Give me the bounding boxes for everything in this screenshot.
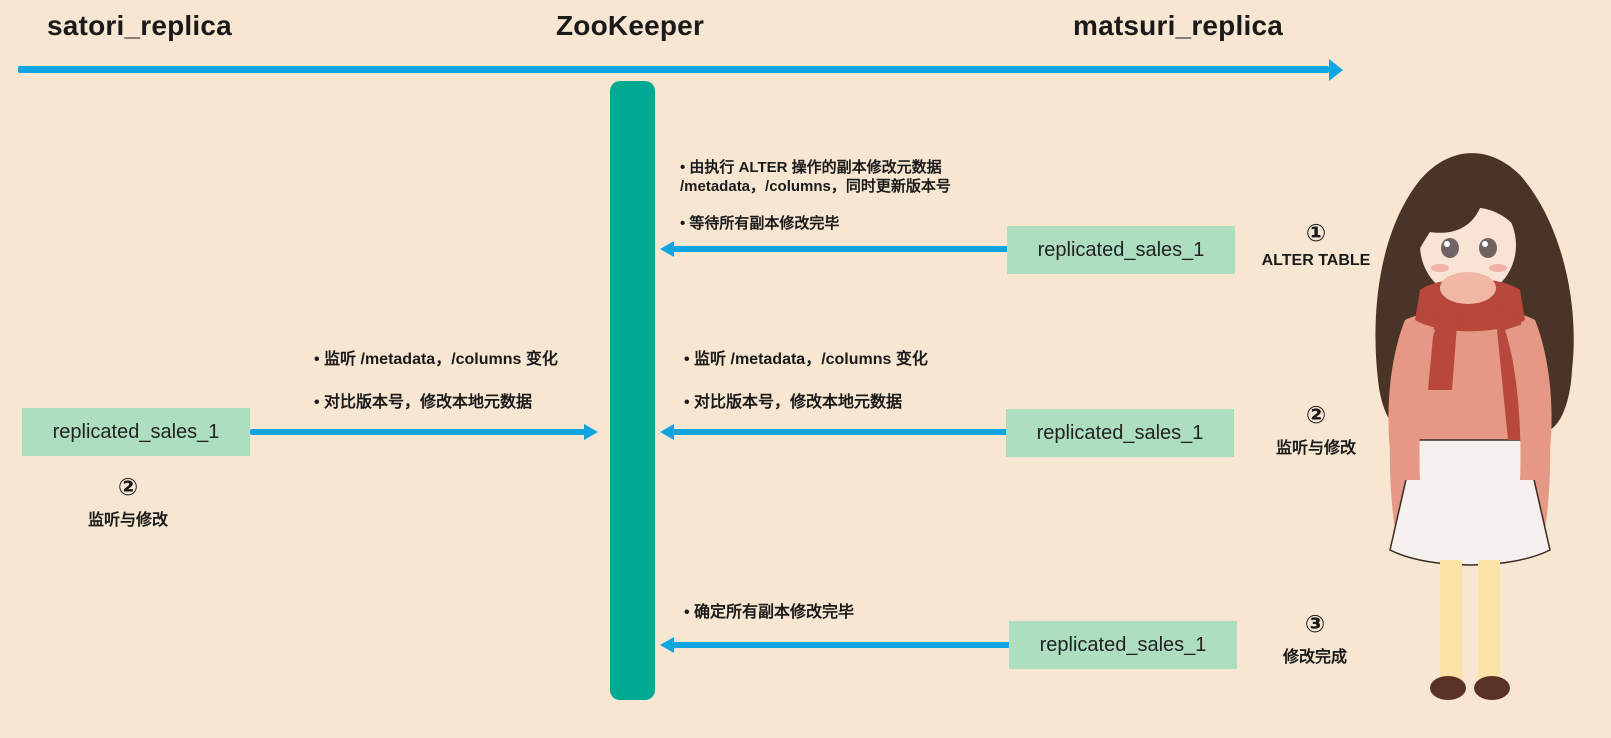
step-2-left: ② 监听与修改 xyxy=(58,474,198,530)
note-compare-version-left: • 对比版本号，修改本地元数据 xyxy=(314,394,533,411)
note-wait-all-replicas: • 等待所有副本修改完毕 xyxy=(680,215,840,232)
step-2-left-number: ② xyxy=(117,474,139,501)
step-3-label: 修改完成 xyxy=(1282,649,1347,666)
matsuri-replica-title: matsuri_replica xyxy=(1073,10,1283,41)
timeline-arrow-head xyxy=(1329,58,1343,81)
zookeeper-bar xyxy=(610,81,655,700)
arrow-head xyxy=(584,424,598,440)
replica-box-bottom-right: replicated_sales_1 xyxy=(1009,621,1237,669)
step-2-right-number: ② xyxy=(1305,402,1327,429)
step-2-right: ② 监听与修改 xyxy=(1246,402,1386,458)
step-1-number: ① xyxy=(1305,220,1327,247)
note-alter-metadata-line1: • 由执行 ALTER 操作的副本修改元数据 xyxy=(680,159,942,176)
step-2-left-label: 监听与修改 xyxy=(87,512,168,529)
step-1: ① ALTER TABLE xyxy=(1246,220,1386,270)
replica-box-mid-right: replicated_sales_1 xyxy=(1006,409,1234,457)
step-2-right-label: 监听与修改 xyxy=(1275,440,1356,457)
note-watch-metadata-right: • 监听 /metadata，/columns 变化 xyxy=(684,351,928,368)
arrow-head xyxy=(660,241,674,257)
arrow-bottom-right-to-zookeeper xyxy=(660,637,1010,653)
arrow-mid-right-to-zookeeper xyxy=(660,424,1008,440)
replica-box-left: replicated_sales_1 xyxy=(22,408,250,456)
zookeeper-title: ZooKeeper xyxy=(556,10,705,41)
satori-replica-title: satori_replica xyxy=(47,10,232,41)
timeline-arrow xyxy=(18,58,1343,81)
note-alter-metadata-line2: /metadata，/columns，同时更新版本号 xyxy=(680,178,951,195)
replica-box-top-right: replicated_sales_1 xyxy=(1007,226,1235,274)
note-confirm-all-replicas: • 确定所有副本修改完毕 xyxy=(684,604,855,621)
arrow-head xyxy=(660,424,674,440)
arrow-left-to-zookeeper xyxy=(250,424,598,440)
step-1-label: ALTER TABLE xyxy=(1261,252,1371,269)
step-3: ③ 修改完成 xyxy=(1245,611,1385,667)
arrow-top-right-to-zookeeper xyxy=(660,241,1008,257)
note-compare-version-right: • 对比版本号，修改本地元数据 xyxy=(684,394,903,411)
step-3-number: ③ xyxy=(1304,611,1326,638)
anime-girl-illustration-icon xyxy=(1375,153,1574,700)
arrow-head xyxy=(660,637,674,653)
note-watch-metadata-left: • 监听 /metadata，/columns 变化 xyxy=(314,351,558,368)
